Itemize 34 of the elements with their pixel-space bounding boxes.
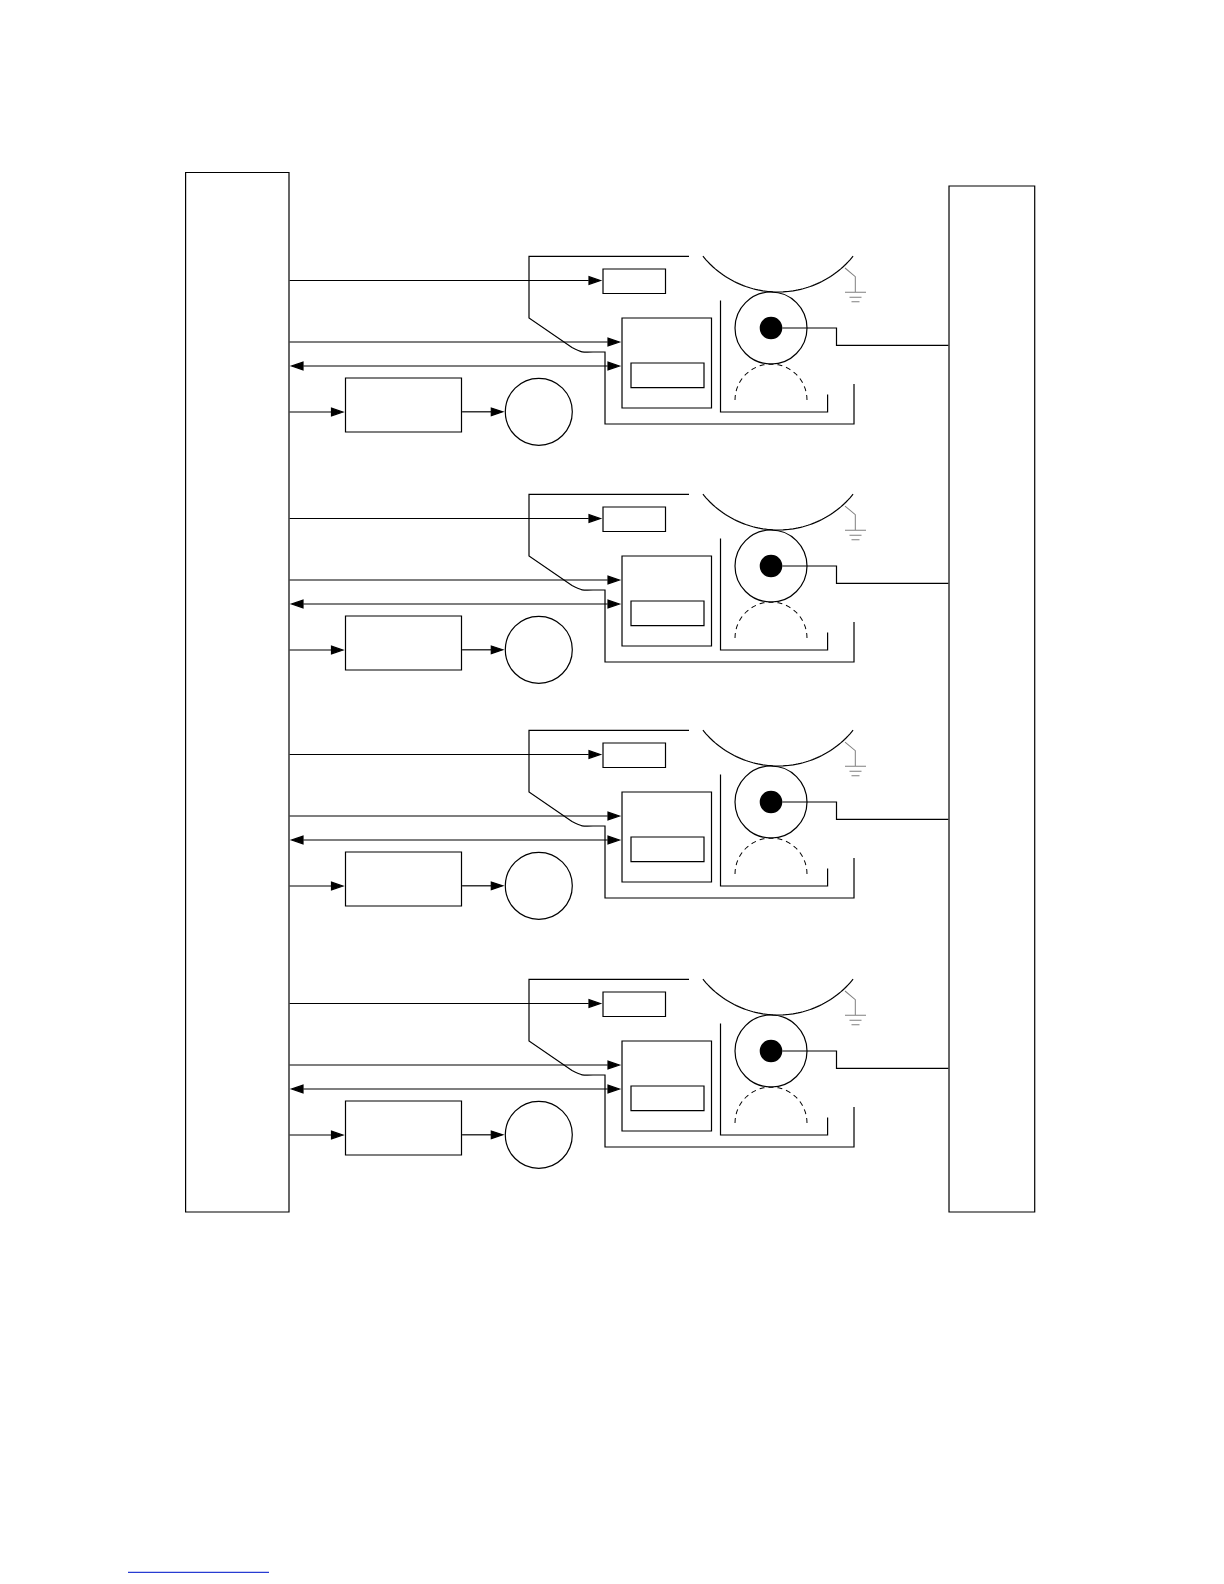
driver-box: [344, 851, 463, 907]
driver-box: [344, 377, 463, 433]
roller: [734, 765, 808, 839]
small-box: [602, 506, 667, 533]
connector-line: [781, 565, 949, 584]
unit-box: [621, 791, 713, 883]
roller: [734, 291, 808, 365]
connector-line: [781, 1050, 949, 1069]
roller: [734, 1014, 808, 1088]
tall-box: [185, 171, 290, 1213]
motor-circle: [504, 851, 573, 920]
inner-box: [630, 362, 705, 389]
unit-box: [621, 555, 713, 647]
driver-box: [344, 1100, 463, 1156]
roller: [734, 529, 808, 603]
unit-box: [621, 1040, 713, 1132]
motor-circle: [504, 1100, 573, 1169]
inner-box: [630, 600, 705, 627]
connector-line: [781, 327, 949, 346]
shaft-dot: [759, 1039, 783, 1063]
driver-box: [344, 615, 463, 671]
inner-box: [630, 1085, 705, 1112]
shaft-dot: [759, 316, 783, 340]
motor-circle: [504, 615, 573, 684]
shaft-dot: [759, 790, 783, 814]
tall-box: [948, 185, 1036, 1213]
small-box: [602, 742, 667, 769]
small-box: [602, 268, 667, 295]
connector-line: [781, 801, 949, 820]
inner-box: [630, 836, 705, 863]
motor-circle: [504, 377, 573, 446]
unit-box: [621, 317, 713, 409]
small-box: [602, 991, 667, 1018]
shaft-dot: [759, 554, 783, 578]
